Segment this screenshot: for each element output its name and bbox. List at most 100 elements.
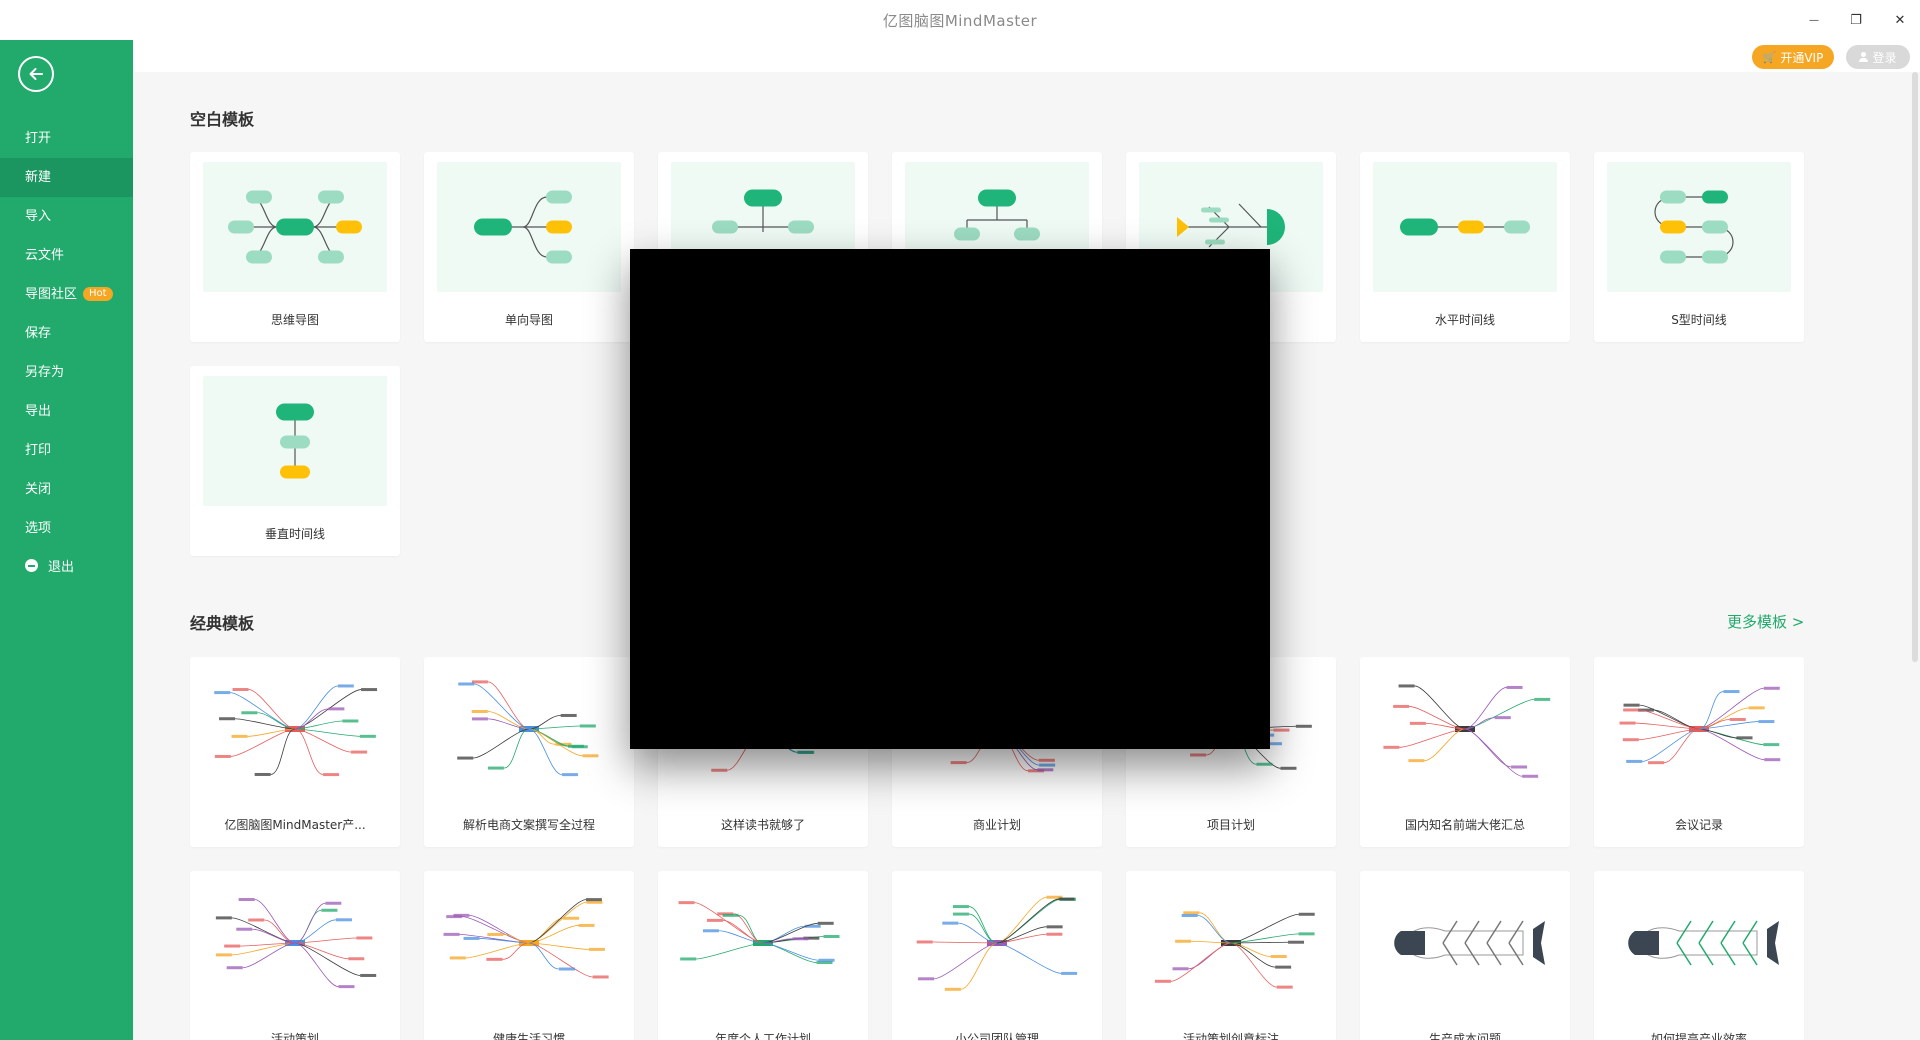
branch-line bbox=[528, 728, 563, 776]
branch-line bbox=[294, 728, 360, 737]
sidebar-item[interactable]: 导出 bbox=[0, 392, 133, 431]
topic-bar bbox=[1723, 690, 1740, 694]
template-label: 思维导图 bbox=[270, 313, 319, 327]
close-button[interactable]: ✕ bbox=[1888, 8, 1912, 32]
back-button[interactable] bbox=[18, 56, 54, 92]
node-shape bbox=[546, 220, 572, 234]
node-shape bbox=[280, 435, 310, 449]
topic-bar bbox=[1511, 765, 1528, 769]
branch-line bbox=[502, 942, 530, 960]
template-thumbnail bbox=[203, 881, 387, 1011]
topic-bar bbox=[717, 912, 734, 916]
fish-body bbox=[1402, 927, 1524, 959]
classic-template-card[interactable]: 活动策划 bbox=[190, 871, 400, 1040]
blank-template-card[interactable]: S型时间线 bbox=[1594, 152, 1804, 342]
topic-bar bbox=[1393, 704, 1410, 708]
branch-line bbox=[503, 934, 530, 944]
classic-template-card[interactable]: 解析电商文案撰写全过程 bbox=[424, 657, 634, 847]
sidebar-item[interactable]: 云文件 bbox=[0, 236, 133, 275]
sidebar-item[interactable]: 打印 bbox=[0, 431, 133, 470]
template-thumbnail bbox=[203, 376, 387, 506]
topic-bar bbox=[585, 898, 602, 902]
sidebar-item-label: 导出 bbox=[25, 404, 52, 419]
vertical-scrollbar[interactable] bbox=[1912, 72, 1918, 662]
topic-bar bbox=[241, 711, 258, 715]
sidebar-item[interactable]: 导入 bbox=[0, 197, 133, 236]
sidebar-item-label: 关闭 bbox=[25, 482, 52, 497]
close-icon: ✕ bbox=[1894, 12, 1906, 28]
topic-bar bbox=[325, 901, 342, 905]
blank-template-card[interactable]: 垂直时间线 bbox=[190, 366, 400, 556]
topic-bar bbox=[232, 688, 249, 692]
layout-preview bbox=[474, 190, 572, 264]
branch-line bbox=[968, 906, 998, 944]
topic-bar bbox=[803, 936, 820, 940]
sidebar-item[interactable]: 保存 bbox=[0, 314, 133, 353]
restore-icon: ❐ bbox=[1850, 12, 1862, 28]
classic-template-card[interactable]: 亿图脑图MindMaster产... bbox=[190, 657, 400, 847]
minimize-button[interactable]: — bbox=[1802, 8, 1826, 32]
fish-tail bbox=[1767, 921, 1779, 965]
classic-template-card[interactable]: 生产成本问题 bbox=[1360, 871, 1570, 1040]
topic-bar bbox=[226, 966, 243, 970]
bone-line bbox=[1508, 942, 1524, 966]
sidebar-item[interactable]: 另存为 bbox=[0, 353, 133, 392]
blank-template-card[interactable]: 单向导图 bbox=[424, 152, 634, 342]
layout-preview bbox=[1177, 203, 1285, 248]
classic-template-card[interactable]: 小公司团队管理 bbox=[892, 871, 1102, 1040]
node-shape bbox=[1702, 220, 1728, 234]
login-button[interactable]: 登录 bbox=[1846, 45, 1910, 69]
sidebar-item-label: 打开 bbox=[25, 131, 52, 146]
template-thumbnail bbox=[905, 881, 1089, 1011]
branch-line bbox=[487, 681, 530, 730]
restore-button[interactable]: ❐ bbox=[1844, 8, 1868, 32]
branch-line bbox=[294, 728, 352, 753]
topic-bar bbox=[254, 772, 271, 776]
template-label: 垂直时间线 bbox=[264, 527, 325, 541]
more-templates-link[interactable]: 更多模板 > bbox=[1727, 613, 1805, 631]
sidebar-item[interactable]: 新建 bbox=[0, 158, 133, 197]
branch-line bbox=[1698, 691, 1724, 730]
sidebar-item[interactable]: 选项 bbox=[0, 509, 133, 548]
sidebar-item[interactable]: 打开 bbox=[0, 119, 133, 158]
vip-button[interactable]: 🛒 开通VIP bbox=[1752, 45, 1834, 69]
branch-line bbox=[1464, 728, 1523, 777]
classic-template-card[interactable]: 如何提高产业效率 bbox=[1594, 871, 1804, 1040]
classic-template-card[interactable]: 年度个人工作计划 bbox=[658, 871, 868, 1040]
topic-bar bbox=[219, 717, 236, 721]
topic-bar bbox=[818, 958, 835, 962]
classic-template-card[interactable]: 会议记录 bbox=[1594, 657, 1804, 847]
branch-line bbox=[528, 942, 589, 950]
sidebar-item[interactable]: 退出 bbox=[0, 548, 133, 587]
connector-line bbox=[509, 196, 548, 258]
topic-bar bbox=[453, 913, 470, 917]
mindmap-preview bbox=[678, 901, 840, 965]
bone-line bbox=[1442, 942, 1458, 966]
node-shape bbox=[1201, 207, 1221, 213]
branch-line bbox=[996, 898, 1061, 944]
node-shape bbox=[712, 220, 738, 234]
fish-body bbox=[1636, 927, 1758, 959]
branch-line bbox=[248, 689, 296, 730]
classic-template-card[interactable]: 活动策划创意标注 bbox=[1126, 871, 1336, 1040]
topic-bar bbox=[592, 975, 609, 979]
classic-template-card[interactable]: 国内知名前端大佬汇总 bbox=[1360, 657, 1570, 847]
blank-template-card[interactable]: 思维导图 bbox=[190, 152, 400, 342]
branch-line bbox=[996, 896, 1047, 944]
topic-bar bbox=[1266, 742, 1283, 746]
topic-bar bbox=[449, 956, 466, 960]
bone-line bbox=[1464, 920, 1480, 944]
topic-bar bbox=[337, 684, 354, 688]
topic-bar bbox=[214, 691, 231, 695]
sidebar-item[interactable]: 关闭 bbox=[0, 470, 133, 509]
blank-template-card[interactable]: 水平时间线 bbox=[1360, 152, 1570, 342]
branch-line bbox=[528, 715, 561, 730]
template-label: S型时间线 bbox=[1671, 313, 1727, 327]
classic-template-card[interactable]: 健康生活习惯 bbox=[424, 871, 634, 1040]
node-shape bbox=[1504, 220, 1530, 234]
branch-line bbox=[473, 728, 530, 759]
branch-line bbox=[933, 942, 998, 980]
topic-bar bbox=[338, 985, 355, 989]
